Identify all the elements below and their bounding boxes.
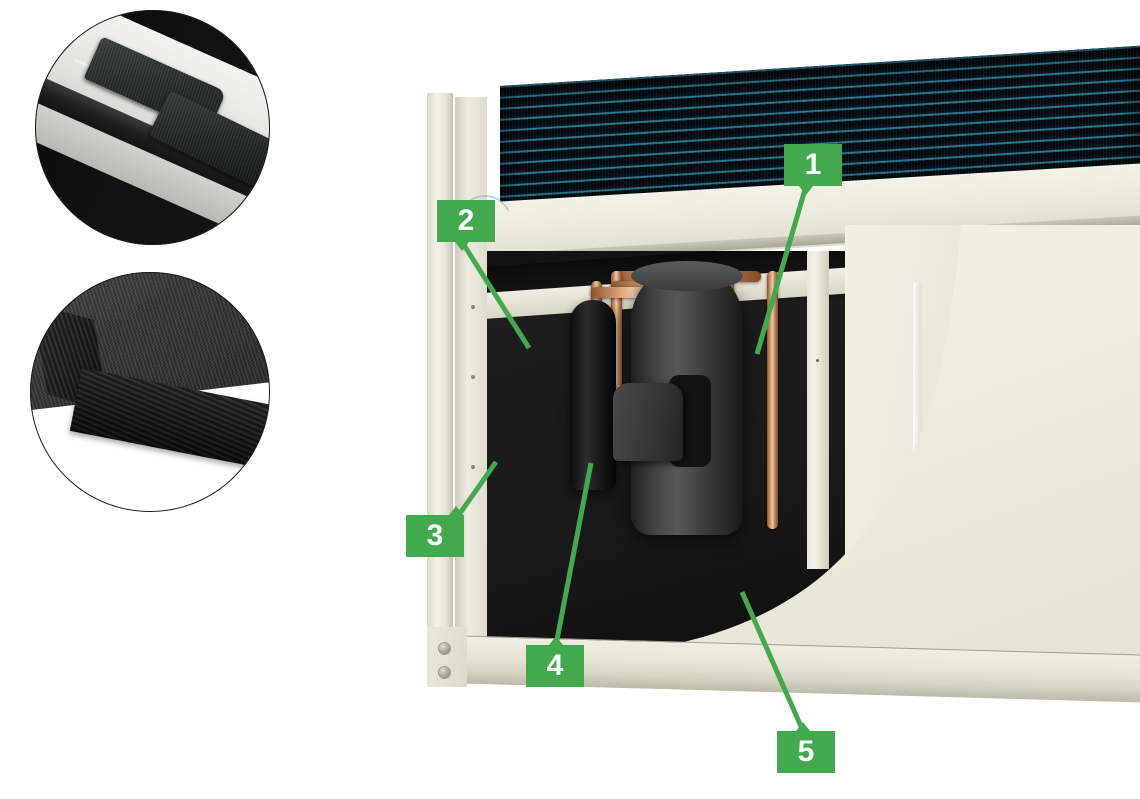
callout-badge-3[interactable]: 3	[406, 515, 464, 557]
base-foot-bolt-lower	[439, 667, 450, 678]
callout-badge-3-number: 3	[426, 519, 444, 552]
callout-badge-1-number: 1	[804, 148, 822, 181]
left-frame-rail-outer	[427, 93, 453, 675]
callout-badge-5-number: 5	[797, 735, 815, 768]
callout-badge-2-number: 2	[457, 204, 475, 237]
base-foot-plate	[427, 627, 467, 687]
callout-badge-5[interactable]: 5	[777, 731, 835, 773]
copper-pipe-discharge-riser	[767, 271, 778, 529]
frame-rail-fastener-2	[471, 375, 475, 379]
copper-pipe-riser-b	[611, 271, 622, 399]
compressor-top-cap	[631, 261, 743, 291]
left-frame-rail-inner	[455, 97, 487, 671]
callout-badge-2[interactable]: 2	[437, 200, 495, 242]
base-foot-bolt-upper	[439, 643, 450, 654]
unit-cutaway-render	[415, 45, 1140, 715]
copper-pipe-crossover-low	[591, 287, 677, 298]
accumulator	[570, 300, 616, 490]
compressor-terminal-box	[613, 383, 683, 461]
cavity-right-post-fastener	[816, 359, 819, 362]
callout-badge-4-number: 4	[546, 649, 564, 682]
frame-rail-fastener-3	[471, 465, 475, 469]
inset-foam-pad-photo	[30, 272, 270, 512]
inset-gasket-corner-photo	[35, 10, 270, 245]
frame-rail-fastener-1	[471, 305, 475, 309]
callout-badge-1[interactable]: 1	[784, 144, 842, 186]
rail-arc-reflection	[457, 195, 513, 225]
cavity-right-post	[807, 251, 829, 569]
callout-badge-4[interactable]: 4	[526, 645, 584, 687]
